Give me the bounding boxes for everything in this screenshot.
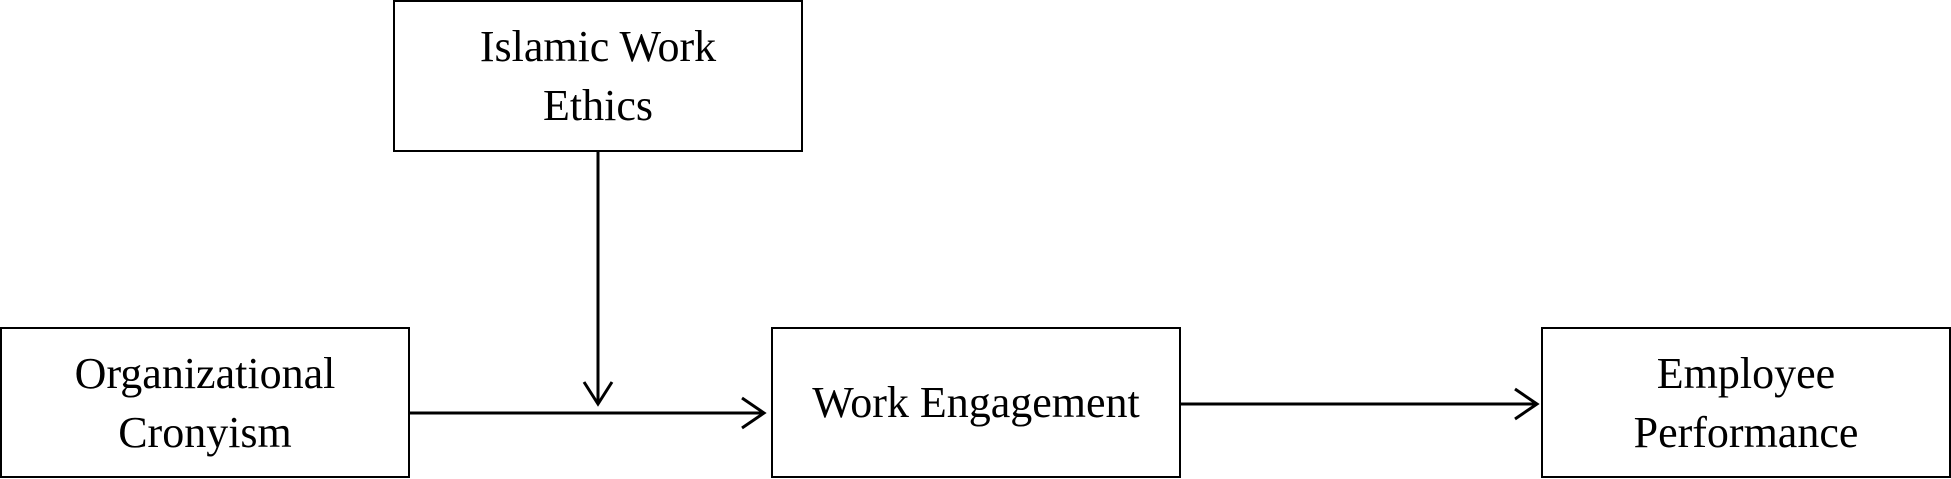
- node-islamic-work-ethics: Islamic Work Ethics: [393, 0, 803, 152]
- node-label-line: Ethics: [543, 81, 653, 130]
- node-employee-performance: Employee Performance: [1541, 327, 1951, 478]
- node-work-engagement: Work Engagement: [771, 327, 1181, 478]
- arrow-engagement-to-performance: [1181, 387, 1540, 421]
- node-label-line: Work Engagement: [812, 378, 1140, 427]
- arrow-cronyism-to-engagement: [410, 396, 767, 430]
- arrow-ethics-moderation: [582, 152, 614, 407]
- node-label-line: Cronyism: [118, 407, 292, 457]
- node-label-line: Performance: [1633, 407, 1859, 457]
- node-label-line: Organizational: [74, 348, 336, 398]
- node-label-line: Employee: [1656, 348, 1836, 398]
- node-organizational-cronyism: Organizational Cronyism: [0, 327, 410, 478]
- node-label-line: Islamic Work: [479, 22, 717, 71]
